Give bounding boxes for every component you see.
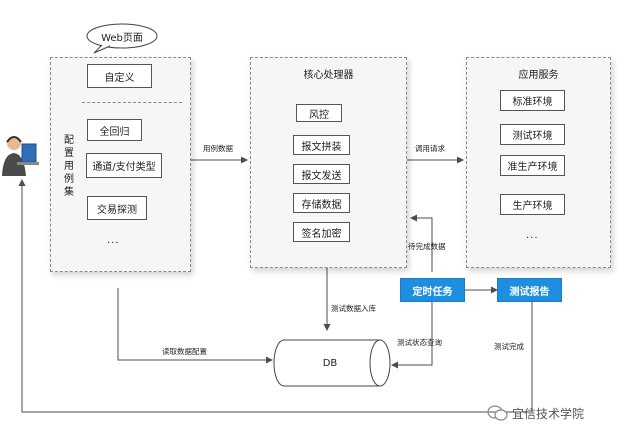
label-case-data: 用例数据 xyxy=(203,144,233,153)
label-call-request: 调用请求 xyxy=(415,144,445,153)
test-report-box[interactable]: 测试报告 xyxy=(497,278,562,302)
configure-cases-label: 配置用例集 xyxy=(64,135,74,198)
case-more: ... xyxy=(107,235,120,246)
message-assembly-box[interactable]: 报文拼装 xyxy=(293,135,350,155)
app-services-title: 应用服务 xyxy=(518,70,559,81)
web-page-bubble: Web页面 xyxy=(101,33,143,44)
case-item-channel-payment[interactable]: 通道/支付类型 xyxy=(86,153,162,178)
env-preprod-box[interactable]: 准生产环境 xyxy=(500,155,565,176)
edge-status-query xyxy=(391,302,433,369)
store-data-box[interactable]: 存储数据 xyxy=(293,193,350,213)
sign-encrypt-box[interactable]: 签名加密 xyxy=(293,222,350,242)
speech-bubble-shape xyxy=(86,23,158,54)
env-production-box[interactable]: 生产环境 xyxy=(500,194,565,215)
label-read-config: 读取数据配置 xyxy=(162,347,207,356)
scheduled-task-box[interactable]: 定时任务 xyxy=(400,278,465,302)
custom-case-box[interactable]: 自定义 xyxy=(87,64,152,88)
edge-test-done xyxy=(18,179,533,413)
db-label: DB xyxy=(322,358,338,369)
panel-divider xyxy=(82,102,182,103)
case-item-transaction-probe[interactable]: 交易探测 xyxy=(87,196,147,220)
label-test-done: 测试完成 xyxy=(494,342,524,351)
label-status-query: 测试状态查询 xyxy=(397,338,442,347)
watermark: 宜信技术学院 xyxy=(487,404,584,422)
watermark-text: 宜信技术学院 xyxy=(512,406,585,421)
env-standard-box[interactable]: 标准环境 xyxy=(500,90,565,111)
env-test-box[interactable]: 测试环境 xyxy=(500,124,565,145)
risk-control-box[interactable]: 风控 xyxy=(296,104,342,122)
wechat-icon xyxy=(487,405,508,421)
message-send-box[interactable]: 报文发送 xyxy=(293,164,350,184)
core-processor-title: 核心处理器 xyxy=(303,70,354,81)
edge-pending-data xyxy=(410,214,433,272)
edge-read-config xyxy=(117,288,273,364)
services-more: ... xyxy=(526,230,539,241)
db-cylinder xyxy=(273,339,391,387)
user-at-laptop-icon xyxy=(2,136,39,176)
label-pending-data: 待完成数据 xyxy=(408,242,446,251)
case-item-full-regression[interactable]: 全回归 xyxy=(87,119,142,141)
label-test-data-store: 测试数据入库 xyxy=(331,304,376,313)
